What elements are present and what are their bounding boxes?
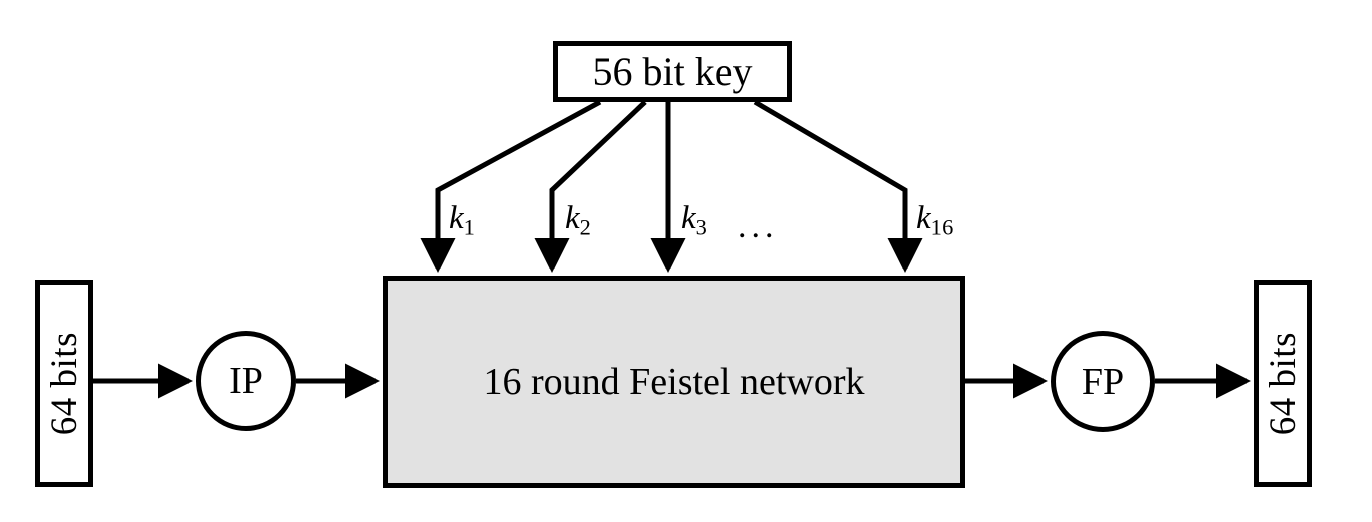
- edge-key-to-k2: [534, 100, 647, 274]
- input-block-label: 64 bits: [43, 331, 85, 436]
- output-block-box[interactable]: 64 bits: [1254, 280, 1312, 487]
- initial-permutation-label: IP: [229, 360, 263, 402]
- edge-key-to-k1: [420, 99, 602, 274]
- key-box-label: 56 bit key: [592, 49, 753, 94]
- key-box[interactable]: 56 bit key: [553, 41, 792, 102]
- subkey-label-k3: k3: [681, 200, 708, 240]
- edge-key-to-k16: [753, 99, 923, 274]
- output-block-label: 64 bits: [1262, 331, 1304, 436]
- final-permutation-node[interactable]: FP: [1051, 331, 1155, 432]
- feistel-network-label: 16 round Feistel network: [483, 361, 865, 403]
- subkey-label-k2: k2: [565, 200, 592, 240]
- subkey-label-k1: k1: [449, 200, 476, 240]
- final-permutation-label: FP: [1081, 360, 1125, 403]
- input-block-box[interactable]: 64 bits: [35, 280, 93, 487]
- initial-permutation-node[interactable]: IP: [196, 331, 296, 431]
- subkey-ellipsis: ...: [738, 208, 779, 245]
- subkey-label-k16: k16: [916, 200, 954, 240]
- feistel-network-box[interactable]: 16 round Feistel network: [383, 276, 965, 488]
